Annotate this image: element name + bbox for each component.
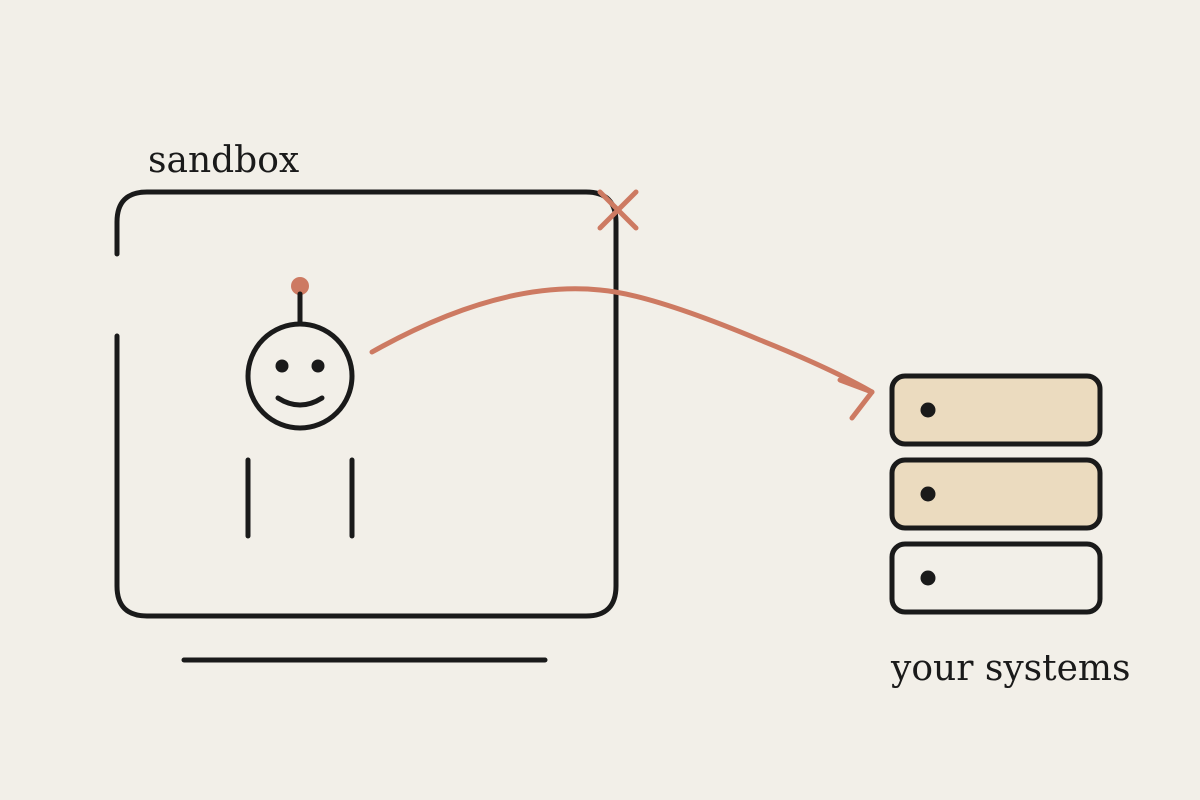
robot-eye-right [311,359,325,373]
systems-label: your systems [890,648,1131,689]
robot-smile [275,395,325,408]
server-box [889,541,1103,615]
escape-arrow-curve [369,286,875,395]
server-led [920,402,936,418]
robot-head [245,321,355,431]
escape-arrow [369,286,875,421]
server-box [889,457,1103,531]
server-led [920,570,936,586]
sandbox-frame [114,189,619,619]
server-led [920,486,936,502]
escape-arrowhead [837,377,875,421]
antenna-tip [291,277,309,295]
server-unit [889,541,1103,615]
server-stack-icon [889,373,1103,615]
server-unit [889,373,1103,447]
server-box [889,373,1103,447]
robot-face-icon [245,277,355,539]
robot-eye-left [275,359,289,373]
server-unit [889,457,1103,531]
cross-mark-icon [597,189,639,231]
sandbox-label: sandbox [148,140,299,181]
